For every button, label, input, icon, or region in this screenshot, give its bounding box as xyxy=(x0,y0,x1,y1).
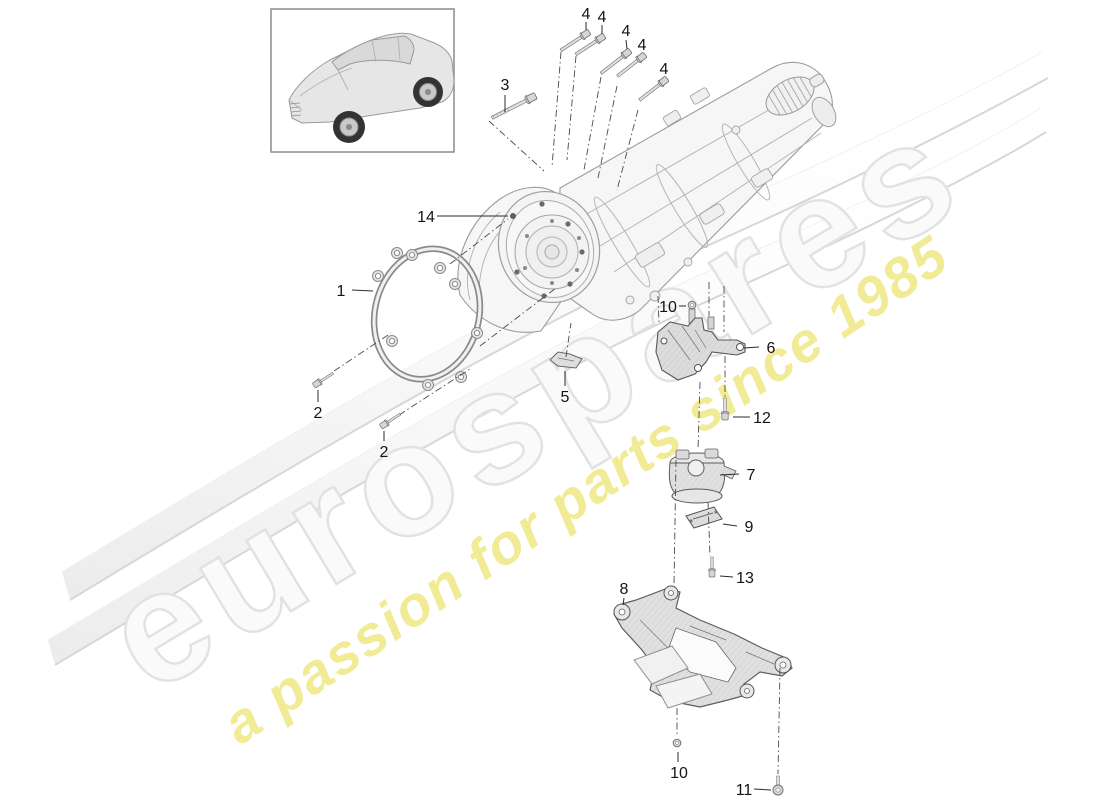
subframe-lugs xyxy=(613,585,792,699)
case-details xyxy=(625,87,773,305)
car-glasshouse xyxy=(331,35,415,71)
callout-label-1: 1 xyxy=(337,283,346,300)
nut-part-10-upper xyxy=(687,300,697,310)
bolt-part-13 xyxy=(708,556,716,578)
watermark-brand: eurospares xyxy=(77,79,992,725)
callout-label-4c: 4 xyxy=(622,23,631,40)
bolt-part-12 xyxy=(720,397,730,421)
spacer-part-9 xyxy=(685,506,723,529)
callout-label-4e: 4 xyxy=(660,61,669,78)
callout-label-9: 9 xyxy=(745,519,754,536)
car-front-grille xyxy=(289,102,302,117)
oil-cooler xyxy=(765,73,825,116)
tail-cap xyxy=(811,96,837,128)
case-seams xyxy=(593,123,771,288)
car-front-wheel xyxy=(333,111,365,143)
converter-lugs xyxy=(523,219,581,285)
callout-label-10b: 10 xyxy=(670,765,688,782)
skid-plate-right xyxy=(655,673,713,709)
callout-label-12: 12 xyxy=(753,410,771,427)
callout-label-4a: 4 xyxy=(582,6,591,23)
flange-bolts xyxy=(514,201,585,299)
vehicle-thumbnail xyxy=(288,32,455,143)
leader-lines xyxy=(317,22,772,791)
bolt-part-3 xyxy=(490,92,538,120)
callout-labels: 1 2 2 3 4 4 4 4 4 5 6 7 8 9 10 10 11 12 … xyxy=(314,6,776,799)
callout-label-6: 6 xyxy=(767,340,776,357)
callout-label-8: 8 xyxy=(620,581,629,598)
transmission-mount-part-6 xyxy=(655,308,746,381)
callout-label-11: 11 xyxy=(736,782,753,799)
bolt-part-11 xyxy=(772,775,784,796)
callout-label-2a: 2 xyxy=(314,405,323,422)
bolts-part-2 xyxy=(312,371,402,430)
subframe-part-8 xyxy=(613,585,793,709)
callout-label-5: 5 xyxy=(561,389,570,406)
part-14-bolt xyxy=(510,213,516,219)
callout-label-13: 13 xyxy=(736,570,754,587)
callout-label-3: 3 xyxy=(501,77,510,94)
gear-case xyxy=(557,61,833,321)
gasket-bolt-ears xyxy=(372,247,483,391)
engine-mount-part-7 xyxy=(668,448,737,504)
callout-label-4b: 4 xyxy=(598,9,607,26)
vehicle-thumbnail-box xyxy=(270,8,455,153)
assembly-lines xyxy=(333,51,781,775)
callout-label-10a: 10 xyxy=(659,299,677,316)
swoosh-lower xyxy=(48,108,1046,665)
nut-part-10-lower xyxy=(672,738,682,748)
callout-label-7: 7 xyxy=(747,467,756,484)
transmission-assembly xyxy=(457,61,837,333)
callout-label-4d: 4 xyxy=(638,37,647,54)
gasket-part-1 xyxy=(370,245,484,391)
fasteners xyxy=(312,29,784,796)
car-rear-wheel xyxy=(413,77,443,107)
bolts-part-4 xyxy=(559,29,669,102)
skid-plate-left xyxy=(633,645,689,685)
bracket-part-5 xyxy=(549,351,583,369)
callout-label-2b: 2 xyxy=(380,444,389,461)
swoosh-upper xyxy=(62,52,1048,600)
bell-housing xyxy=(497,190,601,304)
callout-label-14: 14 xyxy=(417,209,435,226)
